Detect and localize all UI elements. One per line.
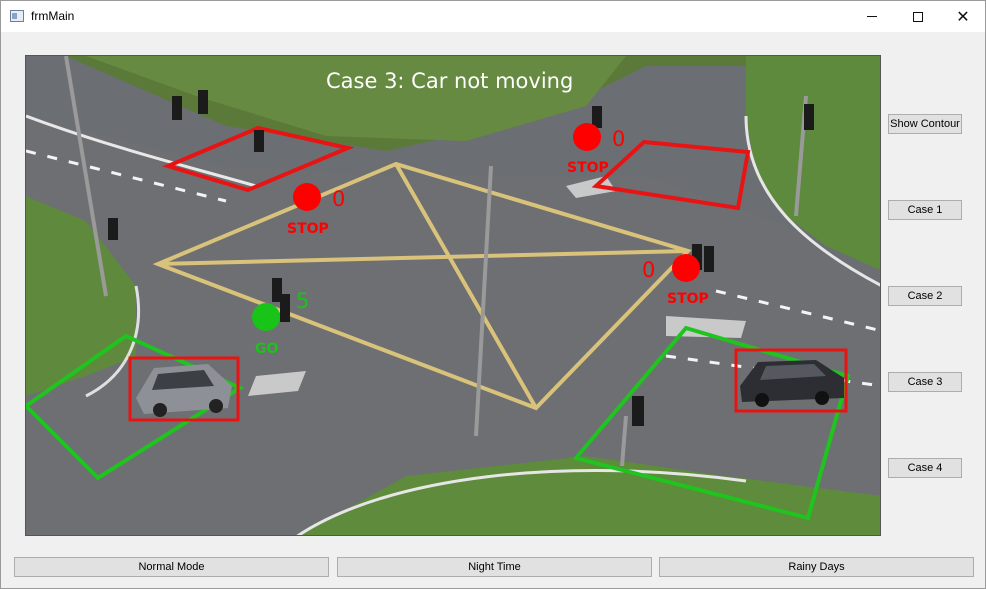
maximize-button[interactable] <box>895 1 941 32</box>
show-contour-button[interactable]: Show Contour <box>888 114 962 134</box>
signal-count: 0 <box>332 187 345 211</box>
signal-count: 0 <box>642 258 655 282</box>
grass-bottom <box>299 456 880 535</box>
traffic-light-heads <box>108 90 814 426</box>
detection-zone-top-right <box>591 139 751 211</box>
light-poles <box>64 56 808 467</box>
grass-right <box>746 56 880 271</box>
intersection-scene: Case 3: Car not moving 0 STOP 0 STOP 0 S… <box>26 56 880 535</box>
curb-line-1 <box>26 114 257 188</box>
signal-top-right: 0 STOP <box>567 123 625 176</box>
signal-state: STOP <box>287 221 329 237</box>
signal-count: 5 <box>296 289 309 313</box>
curb-line-3 <box>296 469 747 535</box>
island-right <box>666 316 746 338</box>
app-window-icon <box>10 10 24 22</box>
detection-zone-right <box>572 325 851 521</box>
signal-state: STOP <box>567 160 609 176</box>
curb-line-2 <box>85 285 141 398</box>
case-3-button[interactable]: Case 3 <box>888 372 962 392</box>
stop-dot <box>293 183 321 211</box>
title-bar[interactable]: frmMain ✕ <box>1 1 985 32</box>
signal-count: 0 <box>612 127 625 151</box>
minimize-button[interactable] <box>849 1 895 32</box>
close-button[interactable]: ✕ <box>940 1 986 32</box>
close-icon: ✕ <box>956 6 970 26</box>
rainy-days-button[interactable]: Rainy Days <box>659 557 974 577</box>
stop-dot <box>573 123 601 151</box>
grass-median-top <box>86 56 626 141</box>
stop-dot <box>672 254 700 282</box>
go-dot <box>252 303 280 331</box>
case-2-button[interactable]: Case 2 <box>888 286 962 306</box>
curb-line-4 <box>744 115 880 287</box>
case-status-label: Case 3: Car not moving <box>326 69 573 93</box>
video-feed: Case 3: Car not moving 0 STOP 0 STOP 0 S… <box>25 55 881 536</box>
car-right <box>734 348 848 413</box>
case-4-button[interactable]: Case 4 <box>888 458 962 478</box>
car-left <box>128 356 240 422</box>
detection-zone-left <box>26 333 245 481</box>
signal-state: STOP <box>667 291 709 307</box>
window-title: frmMain <box>31 9 75 23</box>
case-1-button[interactable]: Case 1 <box>888 200 962 220</box>
detection-zone-top-left <box>162 125 355 193</box>
island-left <box>248 371 306 396</box>
normal-mode-button[interactable]: Normal Mode <box>14 557 329 577</box>
night-time-button[interactable]: Night Time <box>337 557 652 577</box>
road-surface <box>26 116 880 535</box>
maximize-icon <box>913 11 923 22</box>
signal-left: 5 GO <box>252 289 309 357</box>
signal-state: GO <box>255 341 278 357</box>
signal-top-left: 0 STOP <box>287 183 345 237</box>
minimize-icon <box>867 16 877 17</box>
signal-right: 0 STOP <box>642 254 709 307</box>
